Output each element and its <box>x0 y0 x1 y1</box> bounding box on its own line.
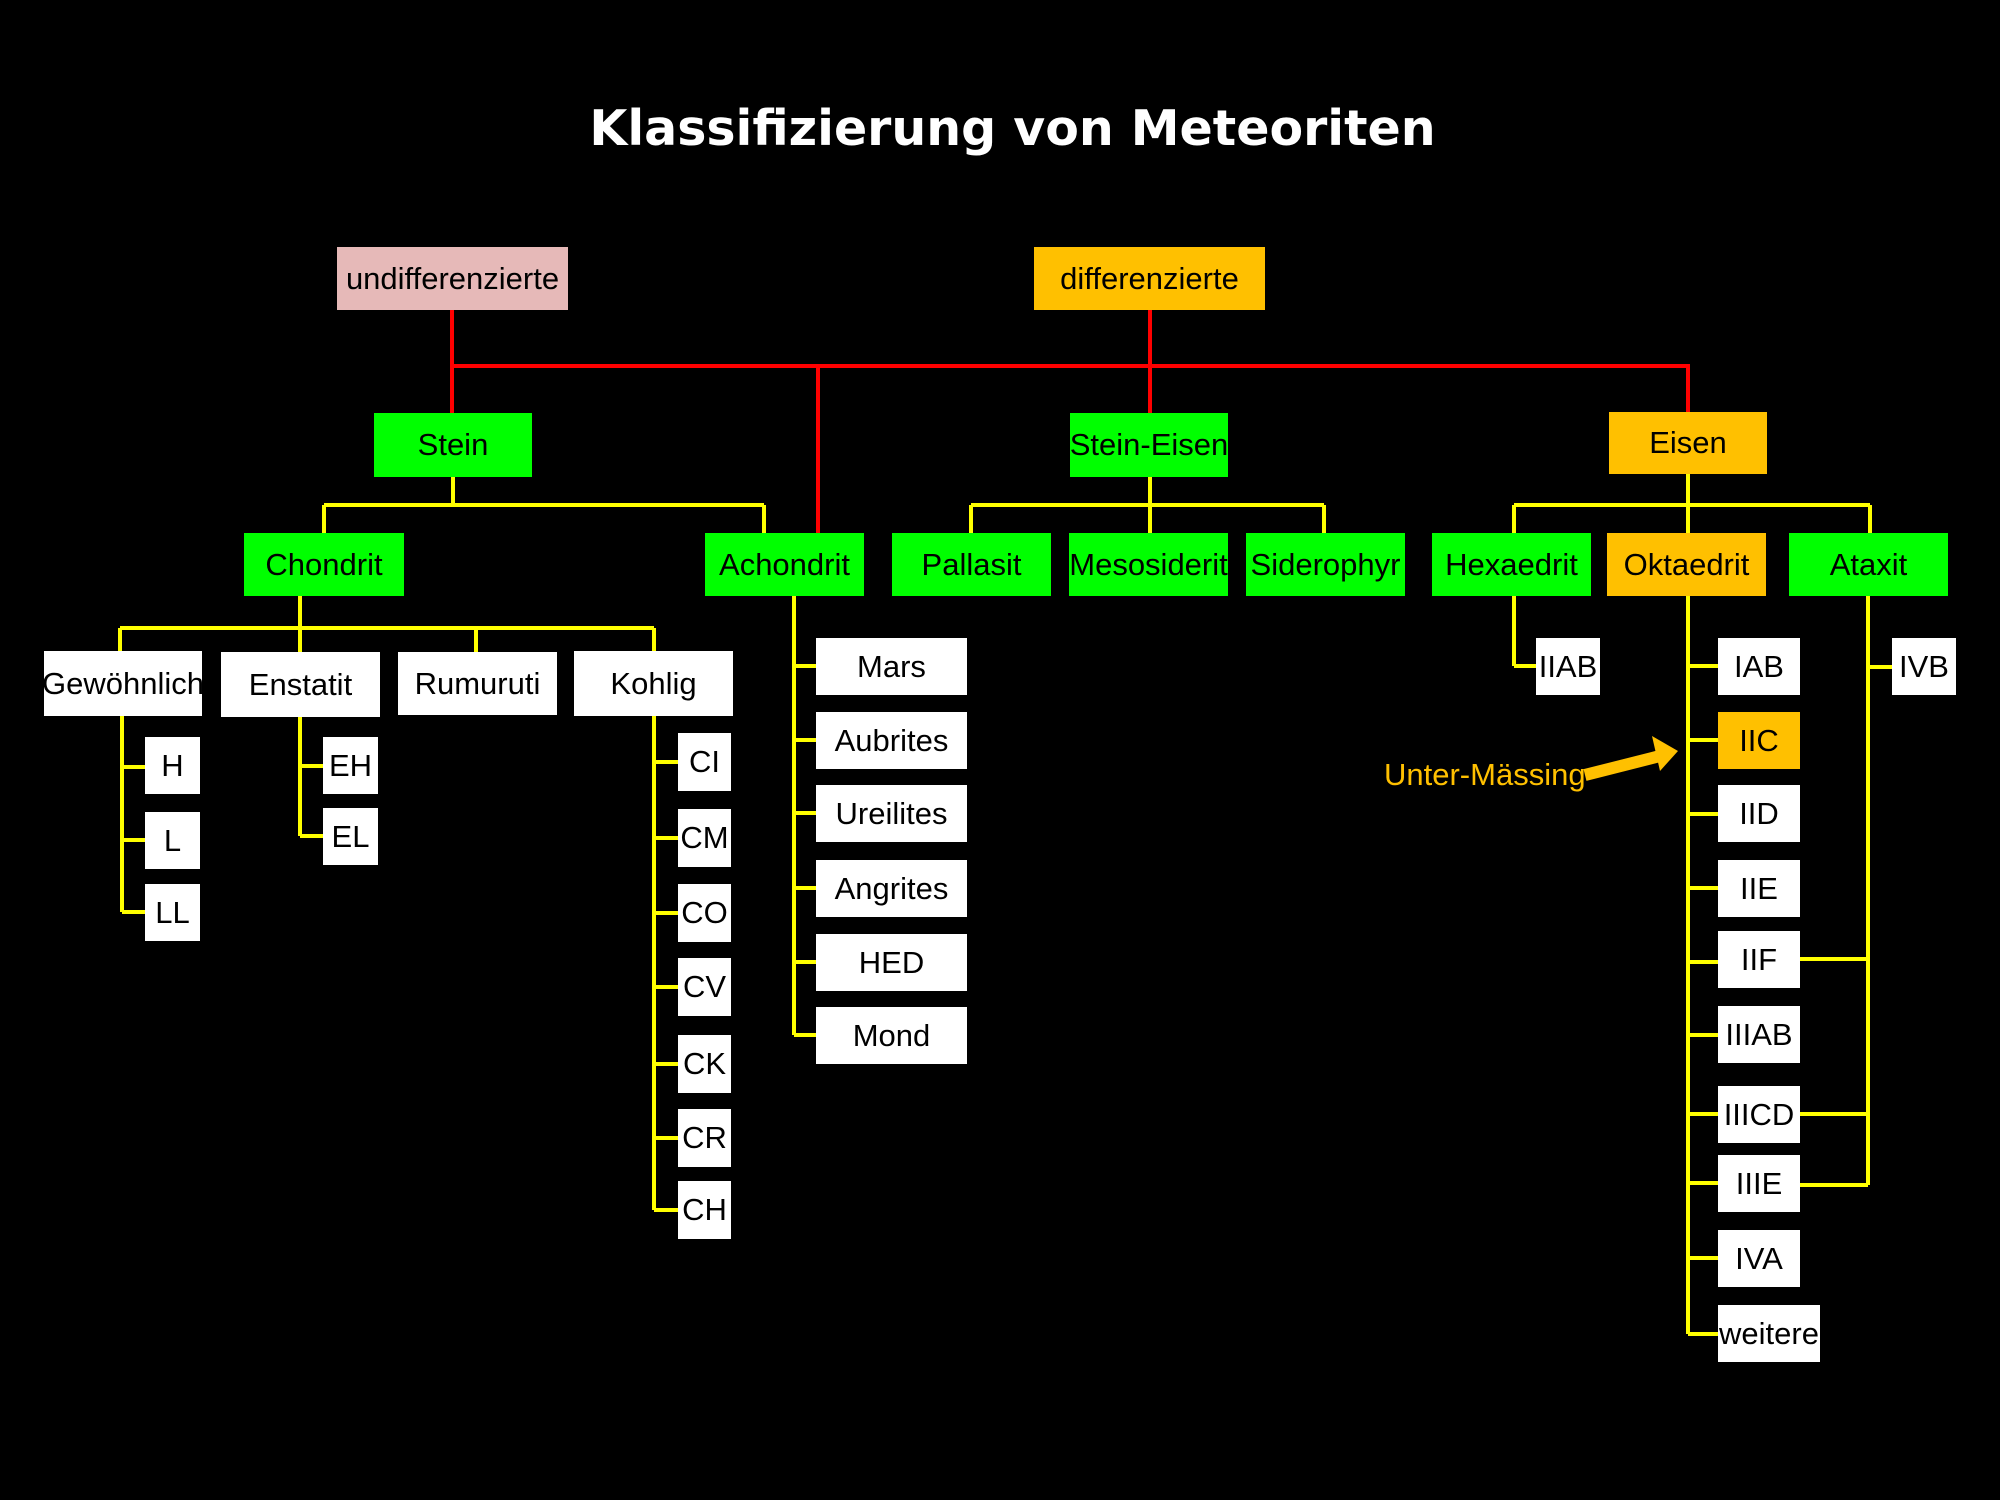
node-aubrites: Aubrites <box>816 712 967 769</box>
node-iiicd: IIICD <box>1718 1086 1800 1143</box>
node-ureilites: Ureilites <box>816 785 967 842</box>
node-ck: CK <box>678 1035 731 1093</box>
node-iif: IIF <box>1718 931 1800 988</box>
node-kohlig: Kohlig <box>574 651 733 716</box>
node-iab: IAB <box>1718 638 1800 695</box>
node-iva: IVA <box>1718 1230 1800 1287</box>
node-l: L <box>145 812 200 869</box>
node-iiab: IIAB <box>1536 638 1600 695</box>
node-differenziert: differenzierte <box>1034 247 1265 310</box>
node-rumuruti: Rumuruti <box>398 652 557 715</box>
node-hexaedrit: Hexaedrit <box>1432 533 1591 596</box>
node-stein: Stein <box>374 413 532 477</box>
node-eh: EH <box>323 737 378 794</box>
annotation-unter-maessing: Unter-Mässing <box>1384 757 1586 792</box>
node-cr: CR <box>678 1109 731 1167</box>
node-ivb: IVB <box>1892 638 1956 695</box>
red-connectors <box>450 310 1690 533</box>
node-gewoehnlich: Gewöhnlich <box>42 651 204 716</box>
node-siderophyr: Siderophyr <box>1246 533 1405 596</box>
node-angrites: Angrites <box>816 860 967 917</box>
node-iid: IID <box>1718 785 1800 842</box>
node-iiie: IIIE <box>1718 1155 1800 1212</box>
node-iiiab: IIIAB <box>1718 1006 1800 1063</box>
node-mars: Mars <box>816 638 967 695</box>
node-h: H <box>145 737 200 794</box>
node-mond: Mond <box>816 1007 967 1064</box>
node-undifferenziert: undifferenzierte <box>337 247 568 310</box>
node-ch: CH <box>678 1181 731 1239</box>
node-achondrit: Achondrit <box>705 533 864 596</box>
node-stein-eisen: Stein-Eisen <box>1070 413 1228 477</box>
node-ll: LL <box>145 884 200 941</box>
node-el: EL <box>323 808 378 865</box>
node-ataxit: Ataxit <box>1789 533 1948 596</box>
node-enstatit: Enstatit <box>221 652 380 717</box>
node-chondrit: Chondrit <box>244 533 404 596</box>
node-eisen: Eisen <box>1609 412 1767 474</box>
node-mesosiderit: Mesosiderit <box>1069 533 1228 596</box>
yellow-connectors <box>118 474 1892 1336</box>
node-cv: CV <box>678 958 731 1016</box>
node-oktaedrit: Oktaedrit <box>1607 533 1766 596</box>
arrow-icon <box>1583 736 1678 781</box>
node-co: CO <box>678 884 731 942</box>
node-iie: IIE <box>1718 860 1800 917</box>
node-hed: HED <box>816 934 967 991</box>
node-pallasit: Pallasit <box>892 533 1051 596</box>
node-weitere: weitere <box>1718 1305 1820 1362</box>
node-ci: CI <box>678 733 731 791</box>
node-cm: CM <box>678 809 731 867</box>
node-iic: IIC <box>1718 712 1800 769</box>
diagram-title: Klassifizierung von Meteoriten <box>589 100 1436 157</box>
